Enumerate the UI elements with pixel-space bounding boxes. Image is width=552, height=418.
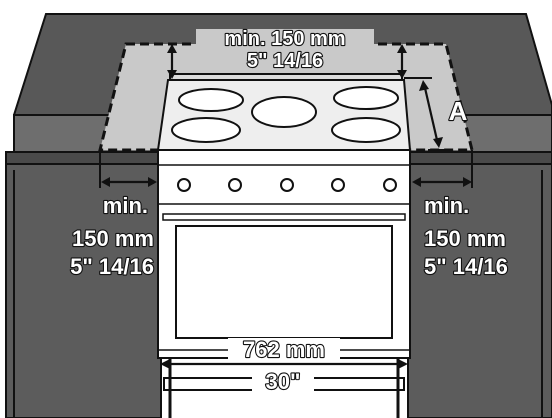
left-clearance-imperial: 5" 14/16 [70, 254, 154, 279]
height-arrow [419, 80, 443, 148]
right-clearance-arrow [412, 177, 472, 187]
burner-front-right [331, 117, 401, 143]
oven-handle [162, 213, 406, 221]
control-knob-2 [228, 178, 242, 192]
control-knob-1 [177, 178, 191, 192]
left-clearance-arrow [101, 177, 157, 187]
control-knob-4 [331, 178, 345, 192]
height-marker-label: A [449, 96, 468, 126]
right-clearance-metric: 150 mm [424, 226, 506, 251]
width-metric: 762 mm [243, 337, 325, 362]
left-clearance-min: min. [103, 193, 148, 218]
burner-center [251, 96, 317, 128]
burner-back-right [333, 86, 399, 110]
control-knob-5 [383, 178, 397, 192]
top-clearance-imperial: 5" 14/16 [247, 50, 323, 72]
right-clearance-imperial: 5" 14/16 [424, 254, 508, 279]
top-clearance-arrow-left [167, 44, 177, 79]
width-label-chip [228, 338, 340, 360]
control-knob-3 [280, 178, 294, 192]
width-imperial-chip [252, 368, 314, 392]
burner-front-left [171, 117, 241, 143]
left-clearance-metric: 150 mm [72, 226, 154, 251]
burner-back-left [178, 88, 244, 112]
top-clearance-metric: min. 150 mm [224, 28, 345, 50]
width-imperial: 30" [266, 369, 301, 394]
right-clearance-min: min. [424, 193, 469, 218]
width-arrow [160, 359, 408, 369]
oven-door-window [175, 225, 393, 339]
top-clearance-arrow-right [397, 44, 407, 79]
left-cabinet [5, 114, 162, 418]
top-label-chip [196, 29, 374, 47]
